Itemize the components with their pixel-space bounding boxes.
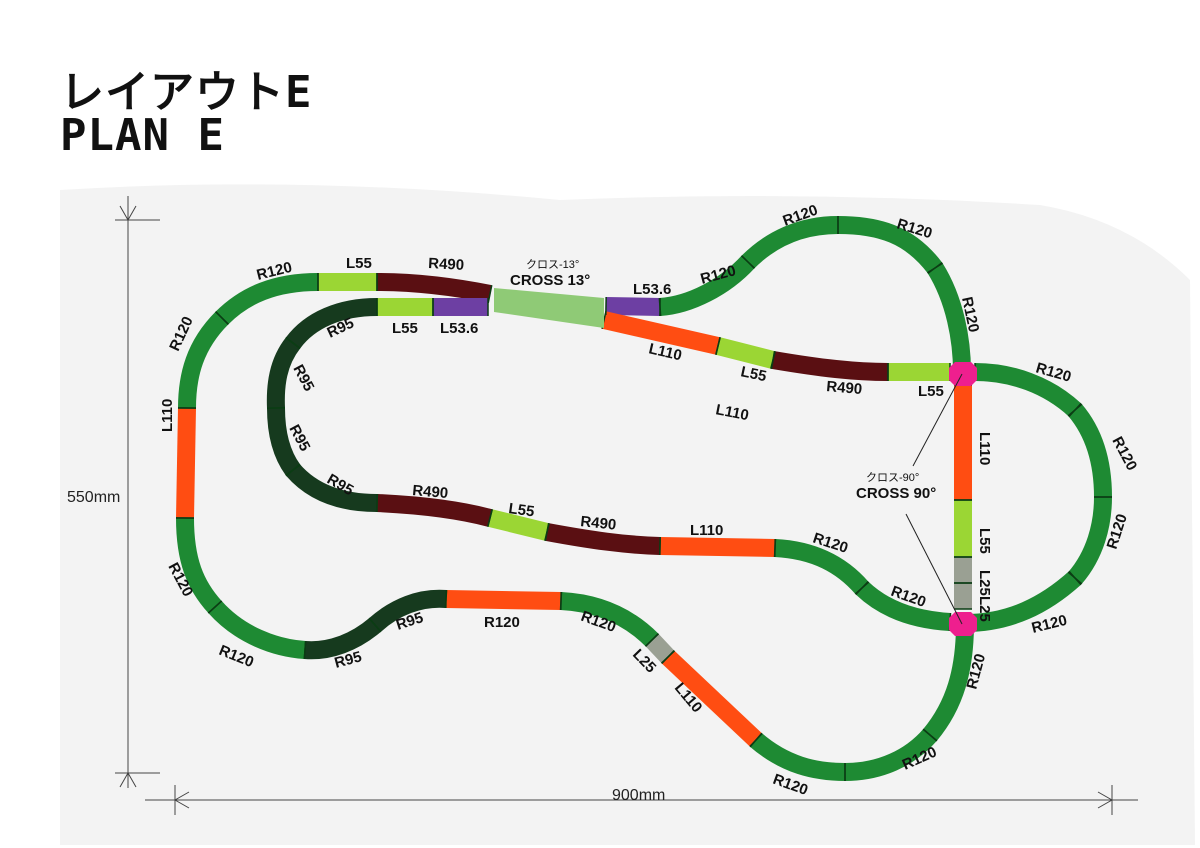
track-l110 <box>176 407 196 519</box>
track-r95 <box>368 589 447 632</box>
track-r120 <box>741 216 839 269</box>
track-r120 <box>178 311 229 409</box>
track-r95 <box>266 337 301 409</box>
track-r120 <box>1067 404 1112 498</box>
track-r95 <box>304 617 381 660</box>
track-r120 <box>922 622 974 741</box>
track-label: L110 <box>159 399 176 432</box>
track-label: L55 <box>976 528 993 554</box>
track-r95 <box>267 407 301 476</box>
track-r490 <box>771 351 889 381</box>
track-r120 <box>659 255 755 316</box>
track-r120 <box>774 539 869 595</box>
rail-joint <box>285 463 301 477</box>
track-label: R95 <box>333 648 364 672</box>
rail-joint <box>715 337 721 355</box>
track-r95 <box>285 298 378 349</box>
cross-13-label-en: CROSS 13° <box>510 272 590 289</box>
track-l53-6 <box>605 297 661 316</box>
track-label: L110 <box>714 401 750 424</box>
layout-title-japanese: レイアウトE <box>60 67 313 118</box>
track-label: L25 <box>976 570 993 596</box>
rail-joint <box>303 640 307 660</box>
track-label: L55 <box>346 255 372 272</box>
rail-joint <box>207 600 223 614</box>
cross-90-label-jp: クロス-90° <box>866 471 919 484</box>
track-label: L110 <box>976 432 993 465</box>
rail-joint <box>927 261 943 275</box>
rail-joint <box>544 523 550 541</box>
track-r120 <box>927 263 971 373</box>
track-label: L55 <box>507 500 535 520</box>
track-label: L55 <box>392 320 418 337</box>
track-r490 <box>545 523 661 555</box>
track-r120 <box>750 733 846 781</box>
track-l55 <box>487 509 550 541</box>
track-label: L110 <box>690 522 723 539</box>
track-r120 <box>964 571 1082 632</box>
track-r120 <box>560 592 659 647</box>
track-r120 <box>1068 496 1112 584</box>
cross-90-piece-top <box>949 362 977 386</box>
rail-joint <box>559 591 563 611</box>
rail-joint <box>375 493 379 513</box>
track-label: R490 <box>412 482 449 502</box>
track-l110 <box>445 590 562 610</box>
dimension-height-label: 550mm <box>67 489 120 506</box>
rail-joint <box>215 311 229 325</box>
track-r120 <box>855 581 951 631</box>
track-r120 <box>215 273 319 325</box>
rail-joint <box>487 285 493 303</box>
rail-joint <box>855 580 869 596</box>
track-label: L53.6 <box>440 320 478 337</box>
rail-joint <box>740 255 756 269</box>
track-r120 <box>208 600 306 659</box>
rail-joint <box>749 732 763 748</box>
rail-joint <box>368 617 382 633</box>
rail-joint <box>773 538 777 558</box>
rail-joint <box>661 649 675 665</box>
track-label: L25 <box>976 596 993 622</box>
track-l55 <box>715 337 776 369</box>
track-label: R490 <box>826 378 863 398</box>
cross-90-piece-bottom <box>949 612 977 636</box>
track-label: L55 <box>918 383 944 400</box>
track-l110 <box>659 537 776 557</box>
track-r120 <box>837 216 943 274</box>
track-label: R120 <box>484 614 520 631</box>
track-r490 <box>376 273 492 303</box>
dimension-width <box>145 785 1138 815</box>
rail-joint <box>1068 402 1082 418</box>
track-label: L53.6 <box>633 281 671 298</box>
track-r120 <box>974 363 1082 417</box>
rail-joint <box>1067 571 1083 585</box>
dimension-width-label: 900mm <box>612 787 665 804</box>
rail-joint <box>770 351 776 369</box>
track-r490 <box>376 494 493 527</box>
track-label: R490 <box>580 513 617 534</box>
track-label: L55 <box>739 363 768 385</box>
track-l110 <box>601 311 721 355</box>
cross-90-label-en: CROSS 90° <box>856 485 936 502</box>
track-layer <box>176 216 1112 781</box>
track-r95 <box>286 463 378 512</box>
track-r120 <box>844 728 937 781</box>
rail-joint <box>922 728 938 742</box>
layout-title-english: PLAN E <box>60 110 225 161</box>
track-label: R490 <box>428 255 465 274</box>
track-r120 <box>176 517 222 614</box>
cross-90-callouts <box>905 373 963 625</box>
track-l25 <box>645 633 675 664</box>
cross-13-piece <box>494 288 604 328</box>
dimension-height <box>115 196 160 788</box>
rail-joint <box>487 509 493 527</box>
cross-13-label-jp: クロス-13° <box>526 258 579 271</box>
track-l110 <box>661 650 763 747</box>
board-background <box>60 184 1195 845</box>
rail-joint <box>644 633 660 647</box>
rail-joint <box>285 336 301 350</box>
